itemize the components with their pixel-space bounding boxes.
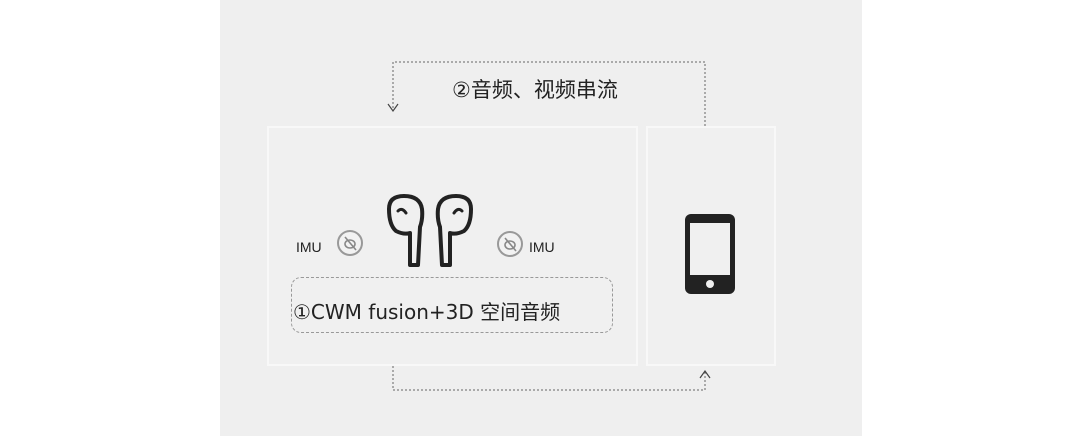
imu-label-left: IMU [296,239,322,255]
fusion-box [291,277,613,333]
arrow-down-icon [387,103,399,113]
smartphone-icon [685,214,735,294]
stream-arrow-line [392,61,706,126]
fusion-label: ①CWM fusion+3D 空间音频 [293,300,561,324]
earbuds-box [267,126,638,366]
earbuds-icon [387,194,473,267]
imu-sensor-icon [337,230,363,256]
stream-label: ②音频、视频串流 [452,78,618,102]
arrow-up-icon [699,369,711,379]
return-arrow-line [392,366,706,391]
imu-label-right: IMU [529,239,555,255]
imu-sensor-icon [497,231,523,257]
